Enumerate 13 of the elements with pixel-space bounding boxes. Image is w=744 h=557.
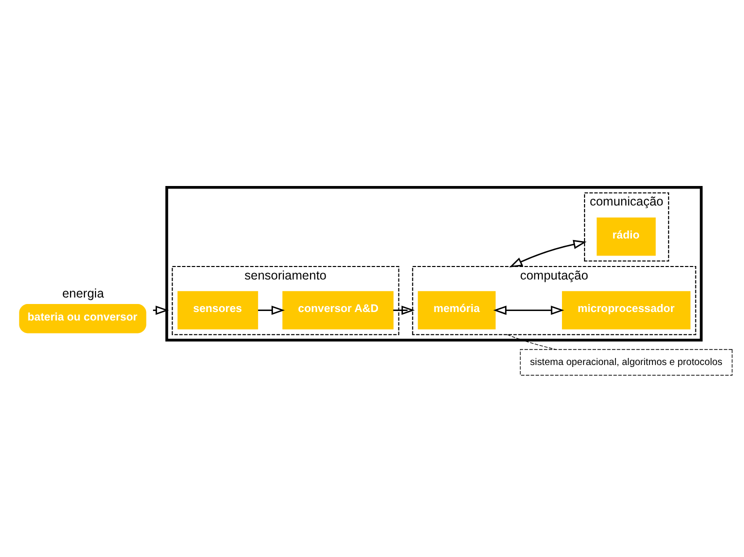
node-box: conversor A&D: [282, 291, 394, 330]
node-box: microprocessador: [562, 291, 690, 330]
arrow: [393, 306, 415, 315]
arrow: [493, 306, 564, 315]
node-box: sensores: [178, 291, 258, 330]
arrow: [258, 306, 285, 315]
node-box: sistema operacional, algoritmos e protocolos: [520, 349, 732, 376]
node-box: bateria ou conversor: [19, 304, 146, 334]
cluster: [165, 186, 703, 342]
arrow: [509, 240, 587, 268]
node-label: energia: [62, 286, 104, 300]
node-box: memória: [418, 291, 496, 330]
node-box: rádio: [596, 218, 656, 256]
